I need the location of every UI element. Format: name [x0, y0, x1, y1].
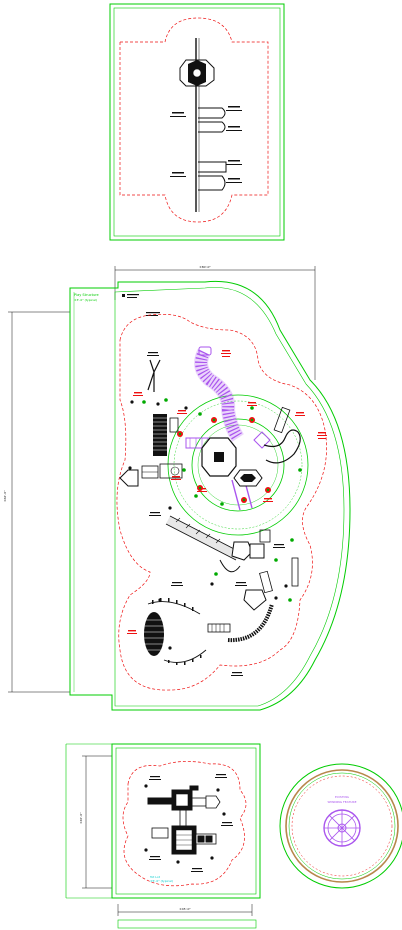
arrow-panel — [119, 469, 139, 487]
top-plan-bays — [198, 107, 227, 191]
top-plan — [109, 3, 285, 241]
main-plan-dimensions — [8, 266, 316, 693]
bottom-plan-boundary-outer — [111, 743, 261, 899]
top-plan-notes — [170, 106, 242, 183]
top-plan-boundary-outer — [109, 3, 285, 241]
main-circle-outer — [167, 394, 309, 536]
circle-plan-label: EXISTING — [335, 795, 350, 799]
bottom-curve-slide — [227, 603, 274, 643]
balance-arc — [147, 601, 201, 615]
bottom-dimension-left: ±40'-0" — [79, 812, 83, 824]
main-dimension-left: ±66'-0" — [3, 490, 7, 502]
main-plan-notes — [122, 294, 160, 316]
climber-oval — [144, 612, 164, 656]
top-plan-boundary-inner — [113, 7, 281, 237]
tube-slide — [194, 346, 244, 442]
tot-lot-structure — [147, 785, 221, 855]
circle-plan-border — [285, 769, 399, 883]
top-plan-hub — [179, 59, 215, 87]
top-plan-safety-zone — [119, 17, 269, 223]
main-plan-boundary-outer — [69, 280, 351, 711]
bottom-plan: ±40'-0" ±45'-0" Tot Lot ±5'-0" (typical) — [65, 743, 261, 929]
bottom-dimension-bottom: ±45'-0" — [179, 907, 191, 911]
bottom-plan-safety-zone — [122, 761, 247, 887]
circle-plan-label-sub: SPINNING FEATURE — [328, 800, 357, 804]
curved-slide — [263, 429, 301, 464]
main-area-label: Play Structure — [74, 293, 99, 297]
main-area-label-sub: ±3'-0" (typical) — [74, 298, 97, 302]
bottom-area-label-sub: ±5'-0" (typical) — [150, 879, 173, 883]
circle-plan-outer — [279, 763, 402, 889]
main-plan-boundary-inner — [114, 287, 345, 707]
spinner-wheel — [323, 809, 361, 847]
bottom-area-label: Tot Lot — [149, 875, 161, 879]
ladder — [207, 623, 231, 633]
purple-diamond — [253, 431, 271, 449]
circle-plan: EXISTING SPINNING FEATURE — [279, 763, 402, 889]
main-circle-inner — [191, 418, 285, 512]
main-plan-safety-zone — [116, 313, 327, 691]
central-tower — [201, 437, 263, 487]
main-dimension-top: ±80'-0" — [199, 265, 211, 269]
main-plan: ±80'-0" ±66'-0" Play Structure ±3'-0" (t… — [3, 265, 351, 711]
y-post — [147, 359, 161, 392]
long-slide — [165, 515, 241, 561]
climber-panel-left — [153, 414, 167, 456]
anchor-points — [142, 398, 302, 602]
